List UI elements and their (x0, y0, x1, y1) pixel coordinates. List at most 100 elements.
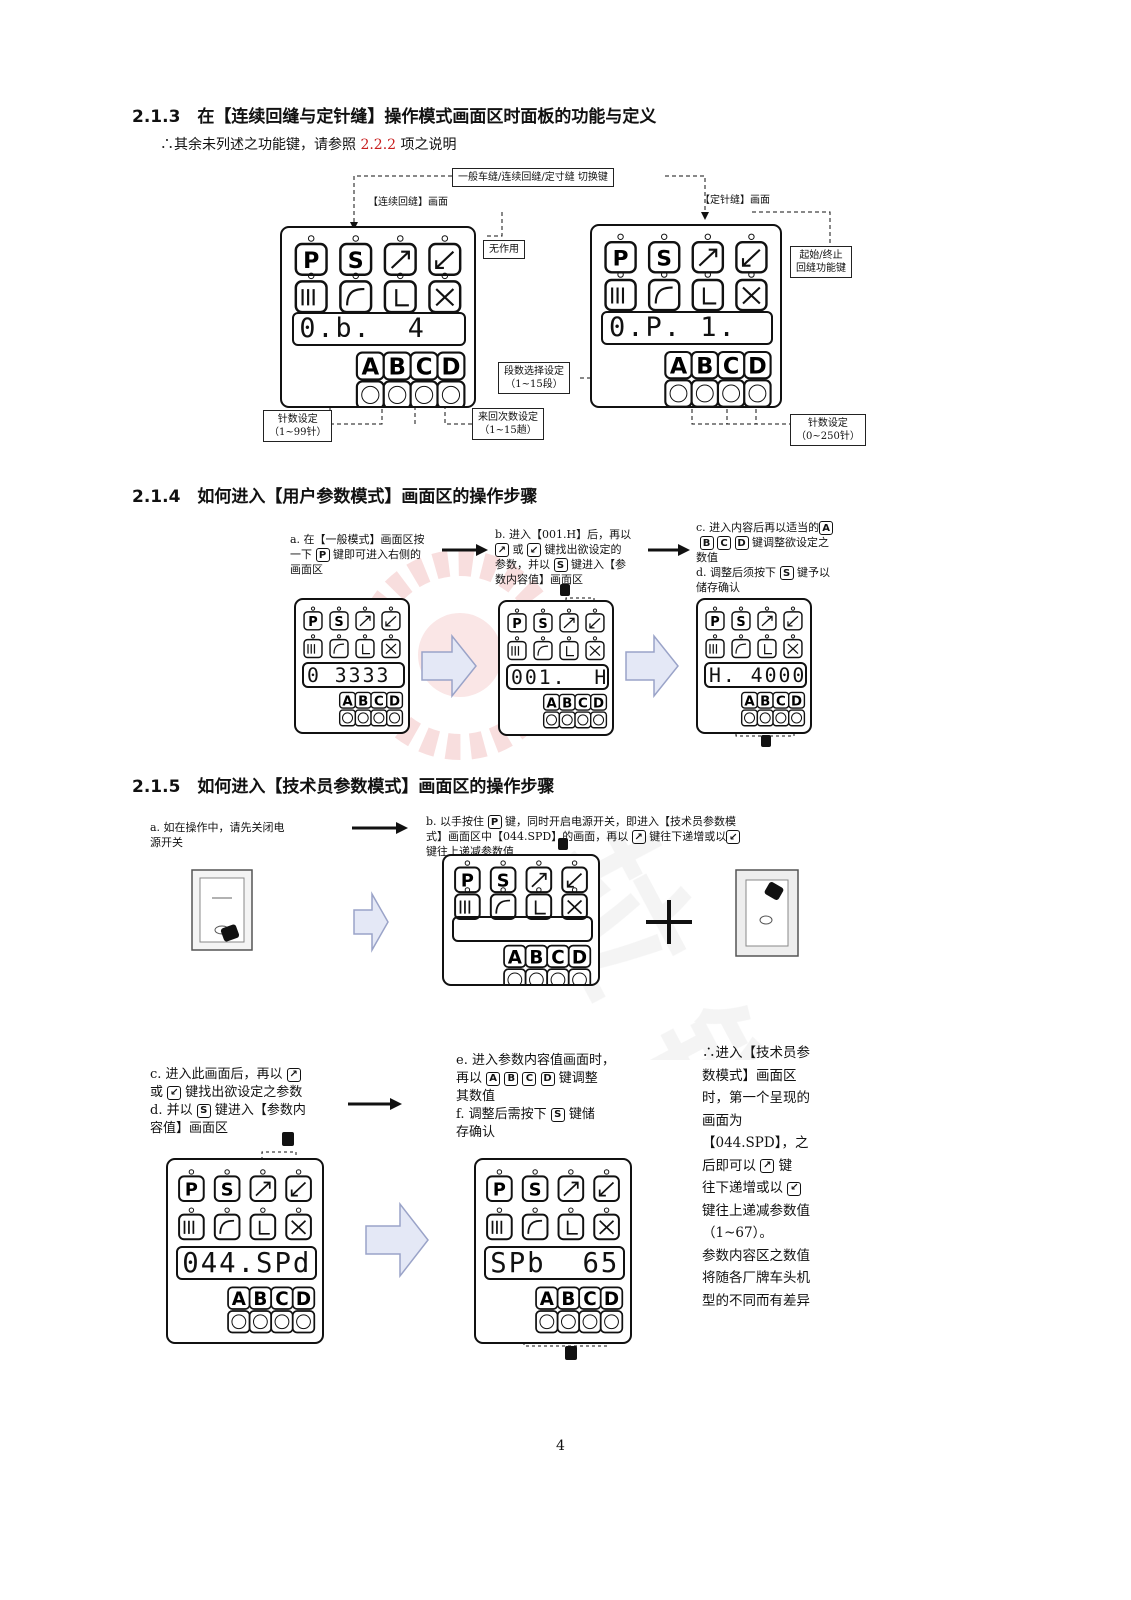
c-key-icon[interactable]: C (772, 691, 790, 709)
soft-start-icon[interactable] (521, 1207, 549, 1241)
soft-start-icon[interactable] (647, 271, 681, 312)
backward-backtack-icon[interactable] (285, 1169, 312, 1203)
c-key-icon[interactable]: C (578, 1286, 602, 1310)
half-stitch-icon[interactable] (756, 709, 774, 727)
needle-up-down-icon[interactable] (604, 271, 637, 312)
needle-position-icon[interactable] (757, 634, 777, 659)
d-key-icon[interactable]: D (743, 350, 772, 380)
b-key-icon[interactable]: B (524, 944, 549, 969)
stop-icon[interactable] (567, 968, 592, 984)
stop-icon[interactable] (386, 709, 404, 727)
s-key-icon[interactable]: S (339, 235, 373, 276)
presser-foot-icon[interactable] (740, 709, 759, 727)
needle-position-icon[interactable] (249, 1207, 277, 1241)
a-key-icon[interactable]: A (740, 691, 759, 709)
s-key-icon[interactable]: S (489, 860, 517, 894)
b-key-icon[interactable]: B (558, 693, 576, 711)
trimmer-icon[interactable] (561, 887, 588, 921)
b-key-icon[interactable]: B (354, 691, 372, 709)
soft-start-icon[interactable] (489, 887, 517, 921)
p-key-icon[interactable]: P (178, 1169, 205, 1203)
backward-backtack-icon[interactable] (381, 606, 401, 631)
p-key-icon[interactable]: P (294, 235, 328, 276)
forward-backtack-icon[interactable] (355, 606, 375, 631)
trimmer-icon[interactable] (593, 1207, 620, 1241)
presser-foot-icon[interactable] (542, 711, 561, 729)
forward-backtack-icon[interactable] (559, 608, 579, 633)
trimmer-icon[interactable] (428, 272, 462, 314)
c-key-icon[interactable]: C (574, 693, 592, 711)
d-key-icon[interactable]: D (436, 351, 466, 381)
half-stitch-icon[interactable] (248, 1310, 273, 1334)
trimmer-icon[interactable] (783, 634, 803, 659)
b-key-icon[interactable]: B (382, 351, 412, 381)
thread-trim-icon[interactable] (578, 1310, 602, 1334)
c-key-icon[interactable]: C (546, 944, 570, 969)
d-key-icon[interactable]: D (386, 691, 404, 709)
forward-backtack-icon[interactable] (557, 1169, 585, 1203)
needle-position-icon[interactable] (525, 887, 553, 921)
d-key-icon[interactable]: D (788, 691, 806, 709)
trimmer-icon[interactable] (285, 1207, 312, 1241)
forward-backtack-icon[interactable] (691, 233, 725, 274)
d-key-icon[interactable]: D (567, 944, 592, 969)
needle-up-down-icon[interactable] (454, 887, 481, 921)
needle-position-icon[interactable] (557, 1207, 585, 1241)
c-key-icon[interactable]: C (370, 691, 388, 709)
trimmer-icon[interactable] (735, 271, 768, 312)
b-key-icon[interactable]: B (756, 691, 774, 709)
needle-position-icon[interactable] (559, 636, 579, 661)
forward-backtack-icon[interactable] (757, 606, 777, 631)
presser-foot-icon[interactable] (227, 1310, 251, 1334)
soft-start-icon[interactable] (731, 634, 751, 659)
needle-up-down-icon[interactable] (507, 636, 527, 661)
stop-icon[interactable] (590, 711, 608, 729)
d-key-icon[interactable]: D (291, 1286, 316, 1310)
forward-backtack-icon[interactable] (249, 1169, 277, 1203)
trimmer-icon[interactable] (381, 634, 401, 659)
thread-trim-icon[interactable] (772, 709, 790, 727)
stop-icon[interactable] (743, 379, 772, 406)
needle-up-down-icon[interactable] (303, 634, 323, 659)
a-key-icon[interactable]: A (355, 351, 385, 381)
a-key-icon[interactable]: A (227, 1286, 251, 1310)
p-key-icon[interactable]: P (705, 606, 725, 631)
trimmer-icon[interactable] (585, 636, 605, 661)
half-stitch-icon[interactable] (524, 968, 549, 984)
needle-up-down-icon[interactable] (705, 634, 725, 659)
b-key-icon[interactable]: B (556, 1286, 581, 1310)
forward-backtack-icon[interactable] (383, 235, 417, 276)
needle-up-down-icon[interactable] (486, 1207, 513, 1241)
a-key-icon[interactable]: A (503, 944, 527, 969)
s-key-icon[interactable]: S (521, 1169, 549, 1203)
backward-backtack-icon[interactable] (593, 1169, 620, 1203)
needle-position-icon[interactable] (691, 271, 725, 312)
d-key-icon[interactable]: D (590, 693, 608, 711)
a-key-icon[interactable]: A (542, 693, 561, 711)
needle-up-down-icon[interactable] (178, 1207, 205, 1241)
backward-backtack-icon[interactable] (783, 606, 803, 631)
presser-foot-icon[interactable] (338, 709, 357, 727)
a-key-icon[interactable]: A (338, 691, 357, 709)
soft-start-icon[interactable] (213, 1207, 241, 1241)
soft-start-icon[interactable] (533, 636, 553, 661)
half-stitch-icon[interactable] (558, 711, 576, 729)
a-key-icon[interactable]: A (535, 1286, 559, 1310)
p-key-icon[interactable]: P (486, 1169, 513, 1203)
s-key-icon[interactable]: S (213, 1169, 241, 1203)
b-key-icon[interactable]: B (248, 1286, 273, 1310)
thread-trim-icon[interactable] (574, 711, 592, 729)
p-key-icon[interactable]: P (507, 608, 527, 633)
stop-icon[interactable] (788, 709, 806, 727)
soft-start-icon[interactable] (329, 634, 349, 659)
stop-icon[interactable] (291, 1310, 316, 1334)
s-key-icon[interactable]: S (533, 608, 553, 633)
d-key-icon[interactable]: D (599, 1286, 624, 1310)
p-key-icon[interactable]: P (303, 606, 323, 631)
stop-icon[interactable] (599, 1310, 624, 1334)
s-key-icon[interactable]: S (731, 606, 751, 631)
a-key-icon[interactable]: A (664, 350, 693, 380)
thread-trim-icon[interactable] (546, 968, 570, 984)
p-key-icon[interactable]: P (604, 233, 637, 274)
presser-foot-icon[interactable] (503, 968, 527, 984)
